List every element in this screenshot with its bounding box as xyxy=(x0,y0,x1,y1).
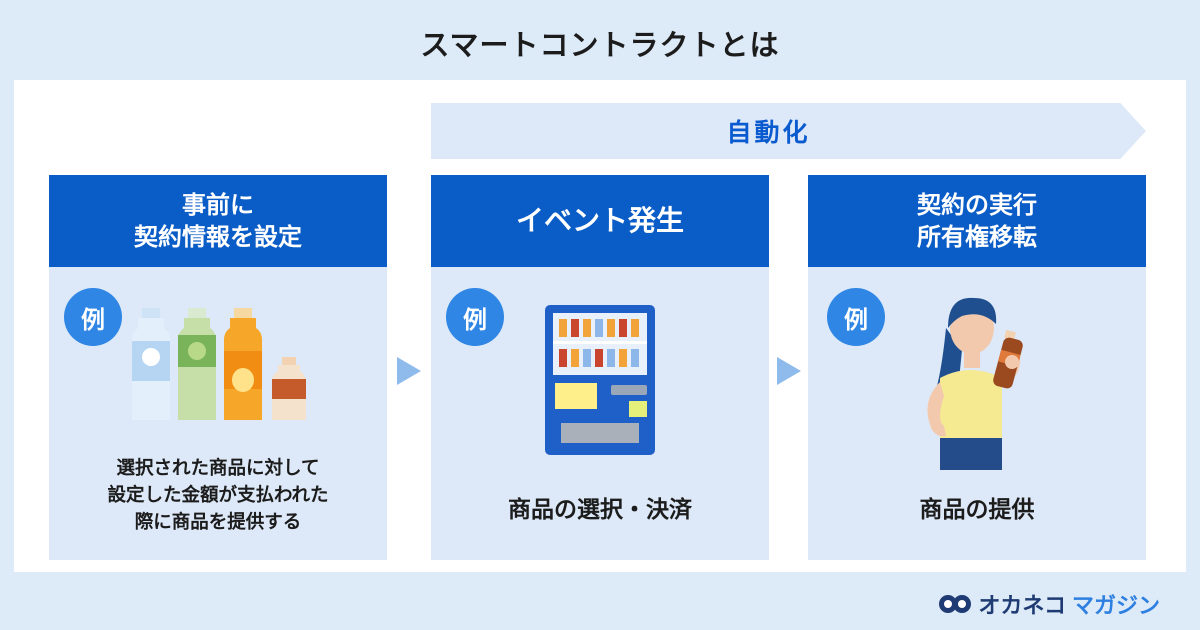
logo: オカネコ マガジン xyxy=(938,589,1160,619)
logo-mark-icon xyxy=(939,595,972,613)
step-2-heading-line-1: イベント発生 xyxy=(515,204,684,238)
step-3-heading-line-1: 契約の実行 xyxy=(917,190,1037,219)
vending-machine-icon xyxy=(545,305,655,455)
step-2-example-badge: 例 xyxy=(446,288,504,346)
step-2-heading: イベント発生 xyxy=(431,175,769,267)
step-1-example-badge: 例 xyxy=(64,288,122,346)
step-1-caption-line-1: 選択された商品に対して xyxy=(116,458,320,479)
arrow-2-icon xyxy=(777,357,801,385)
woman-drinking-icon xyxy=(927,297,1023,470)
step-1-caption-line-2: 設定した金額が支払われた xyxy=(107,484,329,506)
step-3-example-badge: 例 xyxy=(827,288,885,346)
step-1-heading-line-2: 契約情報を設定 xyxy=(134,223,302,251)
step-1-heading-line-1: 事前に xyxy=(182,190,254,219)
arrow-1-icon xyxy=(397,357,421,385)
bottles-icon xyxy=(132,308,306,420)
step-1-caption: 選択された商品に対して 設定した金額が支払われた 際に商品を提供する xyxy=(49,456,387,536)
step-3-heading: 契約の実行 所有権移転 xyxy=(808,175,1146,267)
step-2-caption: 商品の選択・決済 xyxy=(508,497,692,523)
page-title: スマートコントラクトとは xyxy=(420,28,780,62)
step-1-heading: 事前に 契約情報を設定 xyxy=(49,175,387,267)
automation-label: 自動化 xyxy=(726,118,811,147)
automation-banner: 自動化 xyxy=(431,103,1146,159)
logo-text-part1: オカネコ xyxy=(978,594,1066,619)
step-1-caption-line-3: 際に商品を提供する xyxy=(134,511,302,533)
step-3-heading-line-2: 所有権移転 xyxy=(917,223,1037,251)
step-3-caption: 商品の提供 xyxy=(919,497,1035,523)
logo-text-part2: マガジン xyxy=(1071,594,1160,619)
